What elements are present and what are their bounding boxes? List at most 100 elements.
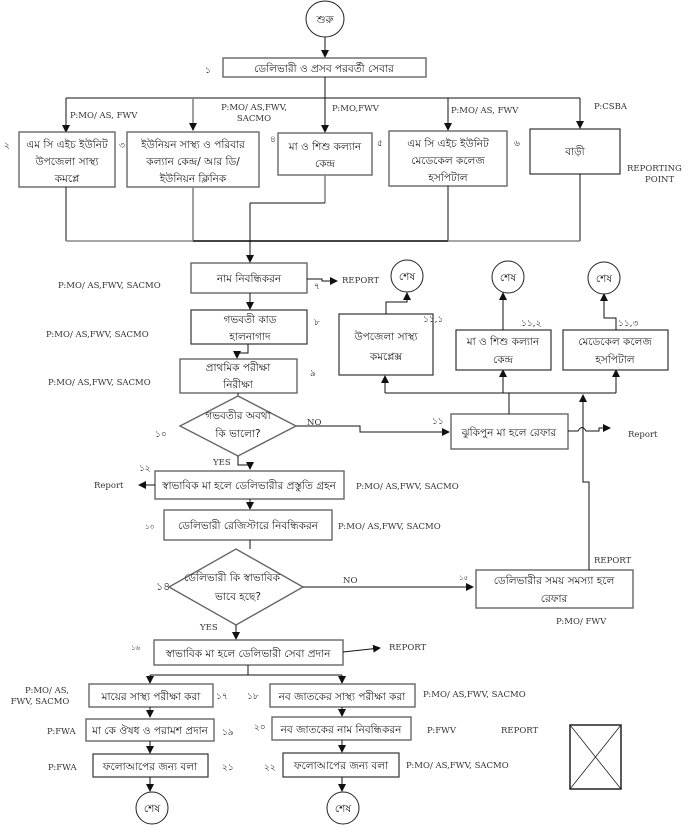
step-10-yes-label: YES [212, 458, 231, 468]
step-14-line2: ভাবে হছে? [214, 591, 261, 603]
referral-11-3-number: ১১,৩ [618, 319, 639, 329]
connector [296, 425, 450, 436]
step-14-decision: ডেলিভারী কি স্বাভাবিক ভাবে হছে? [167, 548, 305, 626]
connector [579, 394, 590, 570]
facility-3-line1: ইউনিয়ন সাস্থ্য ও পরিবার [140, 138, 246, 151]
step-19-personnel: P:FWA [47, 727, 76, 737]
step-14-yes-label: YES [199, 623, 218, 633]
connector [385, 292, 411, 314]
end-label: শেষ [596, 273, 613, 285]
referral-11-2-line1: মা ও শিশু কল্যান [466, 335, 540, 348]
step-18-label: নব জাতকের সাস্থ্য পরীক্ষা করা [278, 690, 407, 703]
step-9-line1: প্রাথমিক পরীক্ষা [206, 361, 272, 374]
end-label: শেষ [399, 271, 416, 283]
end-label: শেষ [144, 803, 161, 815]
step-12-box: স্বাভাবিক মা হলে ডেলিভারীর প্রস্তুতি গ্র… [154, 470, 345, 500]
step-11-report-label: Report [628, 430, 658, 440]
step-14-no-label: NO [343, 576, 357, 586]
step-21-box: ফলোআপের জন্য বলা [92, 753, 209, 778]
connector [600, 293, 617, 330]
step-7-report-label: REPORT [342, 276, 380, 286]
facility-5-box: এম সি এইচ ইউনিট মেডেকেল কলেজ হসপিটাল [388, 130, 508, 187]
facility-2-number: ২ [4, 141, 10, 151]
step-17-label: মায়ের সাস্থ্য পরীক্ষা করা [101, 690, 202, 703]
step-10-line1: গভবতীর অবথা [205, 409, 271, 422]
step-16-label: স্বাভাবিক মা হলে ডেলিভারী সেবা প্রদান [165, 647, 332, 660]
facility-2-line1: এম সি এইচ ইউনিট [26, 138, 109, 151]
step-20-number: ২০ [254, 723, 266, 733]
referral-11-2-box: মা ও শিশু কল্যান কেন্দ্র [455, 329, 552, 371]
reporting-point-line2: POINT [645, 175, 674, 185]
step-15-report-label: REPORT [594, 556, 632, 566]
step-11-box: ঝুকিপুন মা হলে রেফার [450, 413, 569, 450]
facility-4-box: মা ও শিশু কল্যান কেন্দ্র [277, 132, 373, 176]
step-17-personnel-line1: P:MO/ AS, [25, 686, 69, 696]
step-12-report-label: Report [94, 481, 124, 491]
step-22-personnel: P:MO/ AS,FWV, SACMO [406, 761, 509, 771]
step-18-box: নব জাতকের সাস্থ্য পরীক্ষা করা [269, 683, 416, 708]
step-15-box: ডেলিভারীর সময় সমস্যা হলে রেফার [475, 569, 634, 609]
connector [233, 344, 249, 359]
facility-3-line2: কল্যান কেন্দ্র/ আর ডি/ [145, 155, 240, 168]
step-9-personnel: P:MO/ AS,FWV, SACMO [48, 378, 151, 388]
reporting-point-line1: REPORTING [627, 164, 682, 174]
step-11-number: ১১ [432, 417, 444, 427]
referral-11-3-line1: মেডেকেল কলেজ [578, 336, 652, 348]
step-17-number: ১৭ [216, 692, 228, 702]
end-terminal-11-3: শেষ [587, 261, 621, 295]
facility-6-line1: বাড়ী [564, 145, 585, 158]
end-terminal-11-1: শেষ [390, 259, 424, 293]
step-9-box: প্রাথমিক পরীক্ষা নিরীক্ষা [179, 358, 298, 394]
step-22-box: ফলোআপের জন্য বলা [282, 752, 400, 778]
step-18-number: ১৮ [247, 692, 259, 702]
step-10-decision: গভবতীর অবথা কি ভালো? [178, 395, 298, 457]
step-10-line2: কি ভালো? [214, 427, 260, 440]
facility-3-number: ৩ [119, 141, 125, 151]
connector [568, 424, 611, 432]
step-11-label: ঝুকিপুন মা হলে রেফার [461, 426, 558, 439]
end-label: শেষ [335, 803, 352, 815]
facility-4-personnel: P:MO,FWV [332, 104, 380, 114]
referral-11-2-number: ১১,২ [521, 319, 542, 329]
step-1-box: ডেলিভারী ও প্রসব পরবর্তী সেবার [222, 57, 427, 78]
step-7-personnel: P:MO/ AS,FWV, SACMO [58, 281, 161, 291]
step-1-label: ডেলিভারী ও প্রসব পরবর্তী সেবার [254, 62, 395, 75]
facility-2-line2: উপজেলা সাস্থ্য [34, 155, 99, 168]
facility-3-line3: ইউনিয়ন ক্লিনিক [159, 172, 227, 185]
referral-11-3-line2: হসপিটাল [594, 353, 635, 366]
step-20-label: নব জাতকের নাম নিবন্ধিকরন [280, 723, 402, 736]
facility-5-line1: এম সি এইচ ইউনিট [407, 137, 490, 150]
facility-6-personnel: P:CSBA [594, 102, 628, 112]
referral-11-1-line2: কমপ্লেক্স [369, 351, 404, 363]
step-20-report-label: REPORT [501, 726, 539, 736]
step-14-number: ১৪ [156, 580, 170, 593]
step-12-personnel: P:MO/ AS,FWV, SACMO [356, 482, 459, 492]
facility-2-personnel: P:MO/ AS, FWV [70, 111, 138, 121]
step-14-line1: ডেলিভারী কি স্বাভাবিক [184, 571, 281, 584]
step-21-number: ২১ [222, 763, 234, 773]
facility-5-personnel: P:MO/ AS, FWV [451, 106, 519, 116]
step-8-number: ৮ [314, 318, 320, 328]
facility-3-personnel-line2: SACMO [237, 114, 271, 124]
step-22-label: ফলোআপের জন্য বলা [293, 760, 389, 772]
step-20-personnel: P:FWV [427, 726, 457, 736]
step-16-report-label: REPORT [389, 643, 427, 653]
step-16-box: স্বাভাবিক মা হলে ডেলিভারী সেবা প্রদান [153, 639, 344, 666]
connector [342, 644, 381, 653]
step-17-personnel-line2: FWV, SACMO [11, 697, 70, 707]
step-19-box: মা কে ঔষধ ও পরামশ প্রদান [85, 718, 215, 742]
step-13-label: ডেলিভারী রেজিস্টারে নিবন্ধিকরন [178, 519, 319, 532]
step-20-box: নব জাতকের নাম নিবন্ধিকরন [271, 716, 412, 741]
step-16-number: ১৬ [131, 644, 141, 652]
step-15-number: ১৫ [459, 574, 468, 582]
image-placeholder-icon [569, 724, 622, 790]
step-10-no-label: NO [307, 418, 321, 428]
step-13-personnel: P:MO/ AS,FWV, SACMO [338, 522, 441, 532]
step-17-box: মায়ের সাস্থ্য পরীক্ষা করা [88, 683, 214, 708]
facility-5-line2: মেডেকেল কলেজ [411, 155, 485, 167]
step-8-personnel: P:MO/ AS,FWV, SACMO [46, 330, 149, 340]
end-terminal-22: শেষ [326, 791, 360, 825]
step-15-line1: ডেলিভারীর সময় সমস্যা হলে [494, 574, 616, 587]
facility-4-line2: কেন্দ্র [315, 158, 337, 170]
step-15-personnel: P:MO/ FWV [556, 617, 607, 627]
